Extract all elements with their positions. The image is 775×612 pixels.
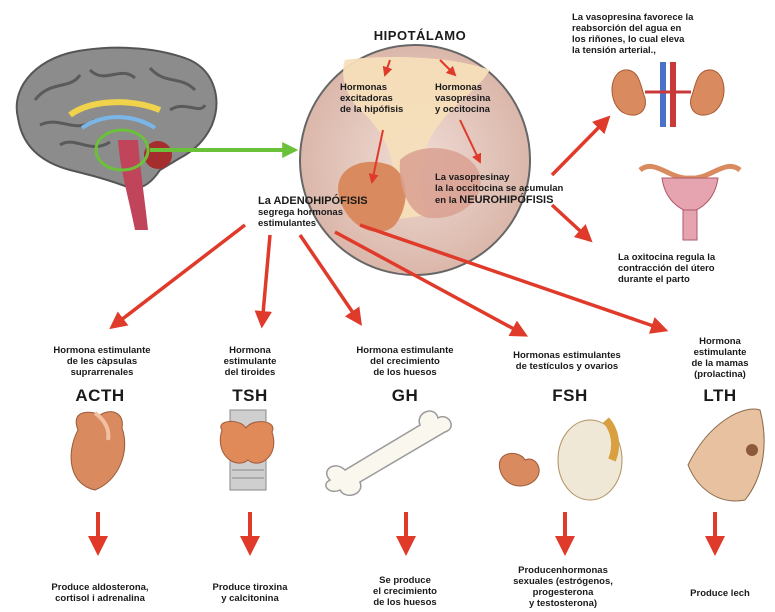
fsh-description: Hormonas estimulantes de testículos y ov…	[482, 350, 652, 372]
adenohypophysis-title: La ADENOHIPÓFISIS	[258, 195, 368, 207]
vasopressin-effect-text: La vasopresina favorece la reabsorción d…	[572, 12, 757, 56]
lth-name: LTH	[670, 386, 770, 406]
brain-illustration	[17, 48, 295, 230]
kidneys-illustration	[612, 62, 724, 127]
acth-description: Hormona estimulante de les càpsulas supr…	[22, 345, 182, 378]
pituitary-closeup	[300, 45, 530, 275]
breast-illustration	[688, 409, 764, 501]
adenohypophysis-subtitle: segrega hormonas estimulantes	[258, 207, 343, 229]
oxytocin-effect-text: La oxitocina regula la contracción del ú…	[618, 252, 768, 285]
gh-description: Hormona estimulante del crecimiento de l…	[325, 345, 485, 378]
effect-arrows	[98, 512, 715, 552]
hypothalamus-title: HIPOTÁLAMO	[365, 28, 475, 43]
uterus-illustration	[640, 166, 740, 240]
thyroid-illustration	[220, 410, 274, 490]
ovary-testicle-illustration	[499, 420, 622, 500]
gh-name: GH	[355, 386, 455, 406]
acth-name: ACTH	[50, 386, 150, 406]
tsh-name: TSH	[200, 386, 300, 406]
fsh-effect: Producenhormonas sexuales (estrógenos, p…	[488, 565, 638, 609]
vasopressin-oxytocin-label: Hormonas vasopresina y occitocina	[435, 82, 525, 115]
lth-effect: Produce lech	[670, 588, 770, 599]
bone-illustration	[326, 411, 451, 495]
hypophysis-label: Hormonas excitadoras de la hipófisis	[340, 82, 430, 115]
tsh-description: Hormona estimulante del tiroides	[200, 345, 300, 378]
lth-description: Hormona estimulante de la mamas (prolact…	[670, 336, 770, 380]
fsh-name: FSH	[520, 386, 620, 406]
neurohypophysis-label: La vasopresinay la la occitocina se acum…	[435, 172, 625, 206]
adrenal-gland-illustration	[71, 412, 125, 490]
tsh-effect: Produce tiroxina y calcitonina	[185, 582, 315, 604]
gh-effect: Se produce el crecimiento de los huesos	[345, 575, 465, 608]
acth-effect: Produce aldosterona, cortisol i adrenali…	[15, 582, 185, 604]
